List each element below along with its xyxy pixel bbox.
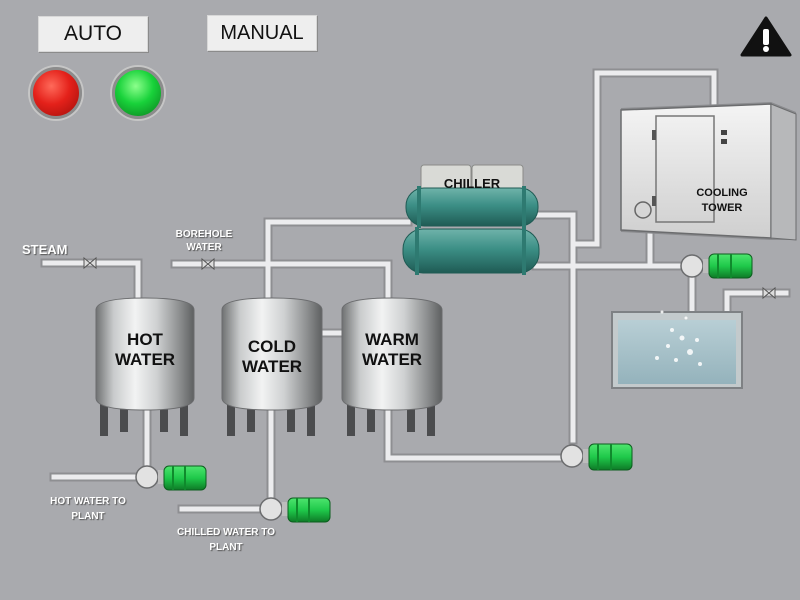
chiller-label: CHILLER bbox=[443, 176, 501, 191]
cold-tank-label: COLD WATER bbox=[222, 337, 322, 377]
auto-button[interactable]: AUTO bbox=[38, 16, 148, 52]
hot-water-pump[interactable] bbox=[135, 465, 207, 491]
warm-tank-label: WARM WATER bbox=[342, 330, 442, 370]
hot-tank-label: HOT WATER bbox=[96, 330, 194, 370]
hot-water-tank[interactable] bbox=[95, 297, 195, 436]
chilled-water-pump[interactable] bbox=[259, 497, 331, 523]
chilled-water-output-label: CHILLED WATER TO PLANT bbox=[156, 525, 296, 555]
outlet-valve[interactable] bbox=[762, 286, 776, 300]
pipe-network bbox=[40, 68, 791, 514]
chilled-water-output-line1: CHILLED WATER TO bbox=[177, 527, 275, 538]
hot-water-output-line2: PLANT bbox=[71, 511, 105, 522]
cooling-tower-label: COOLING TOWER bbox=[682, 186, 762, 216]
warm-tank-label-line1: WARM bbox=[365, 330, 419, 349]
borehole-label-line2: WATER bbox=[186, 242, 222, 253]
cooling-tower[interactable] bbox=[620, 102, 797, 241]
cold-water-tank[interactable] bbox=[221, 297, 323, 436]
cooling-tower-label-line1: COOLING bbox=[696, 187, 748, 199]
cold-tank-label-line1: COLD bbox=[247, 337, 297, 356]
stop-indicator-lamp[interactable] bbox=[30, 67, 82, 119]
hot-water-output-label: HOT WATER TO PLANT bbox=[28, 494, 148, 524]
borehole-label: BOREHOLE WATER bbox=[164, 228, 244, 254]
cold-tank-label-line2: WATER bbox=[241, 357, 303, 376]
chiller[interactable] bbox=[402, 164, 540, 275]
hot-tank-label-line2: WATER bbox=[114, 350, 176, 369]
water-basin bbox=[611, 310, 743, 389]
hot-tank-label-line1: HOT bbox=[127, 330, 163, 349]
hot-water-output-line1: HOT WATER TO bbox=[50, 496, 126, 507]
warning-icon[interactable] bbox=[740, 16, 792, 57]
borehole-valve[interactable] bbox=[201, 257, 215, 271]
cooling-tower-label-line2: TOWER bbox=[701, 202, 743, 214]
chilled-water-output-line2: PLANT bbox=[209, 542, 243, 553]
steam-label: STEAM bbox=[22, 242, 68, 257]
warm-water-pump[interactable] bbox=[560, 443, 633, 471]
run-indicator-lamp[interactable] bbox=[112, 67, 164, 119]
warm-tank-label-line2: WATER bbox=[361, 350, 423, 369]
manual-button[interactable]: MANUAL bbox=[207, 15, 317, 51]
steam-valve[interactable] bbox=[83, 256, 97, 270]
borehole-label-line1: BOREHOLE bbox=[175, 229, 233, 240]
warm-water-tank[interactable] bbox=[341, 297, 443, 436]
cooling-tower-pump[interactable] bbox=[680, 253, 753, 279]
